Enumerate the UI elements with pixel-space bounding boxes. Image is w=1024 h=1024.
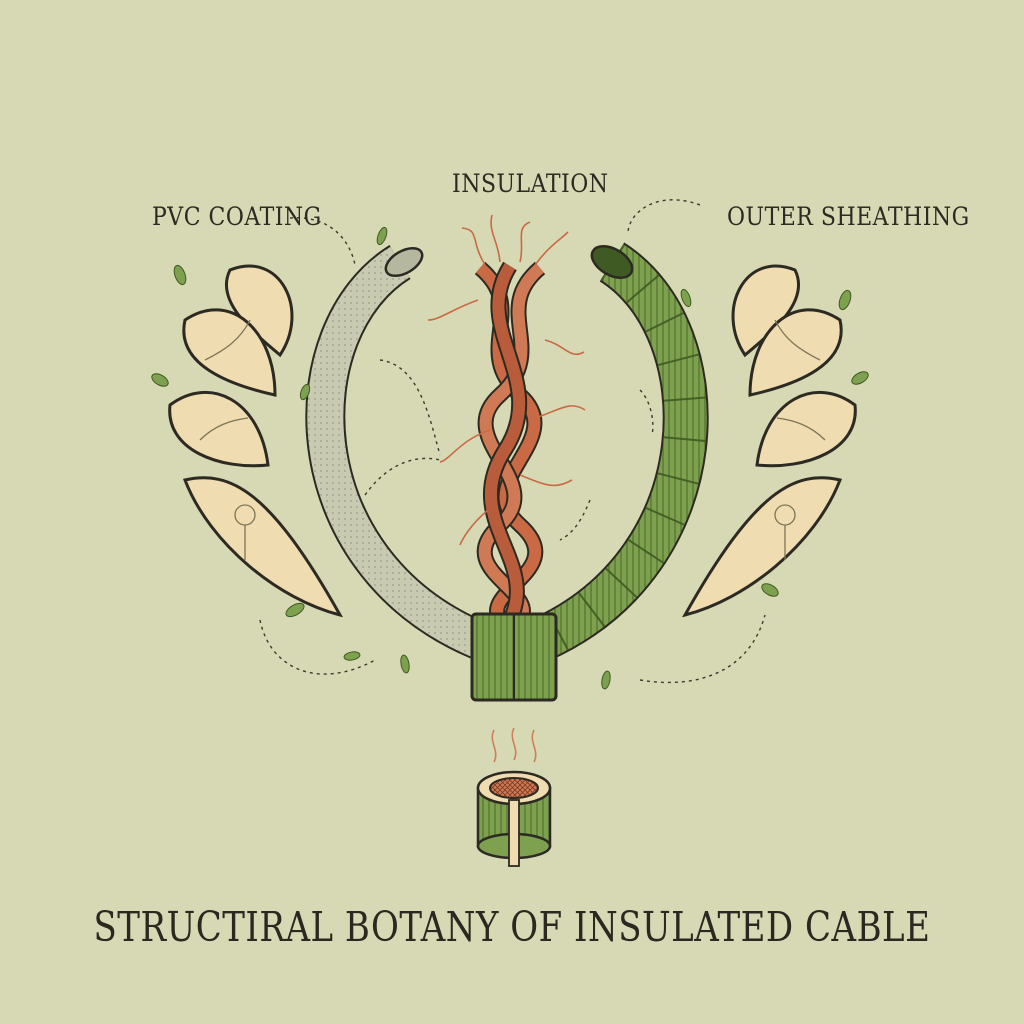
copper-core-braid (427, 214, 586, 625)
cable-cross-section (476, 727, 552, 867)
flow-arrows (259, 199, 766, 684)
outer-sheathing-label: OUTER SHEATHING (727, 203, 970, 232)
insulation-label: INSULATION (452, 170, 609, 199)
pvc-coating-label: PVC COATING (152, 203, 322, 232)
left-leaf-cluster (168, 264, 344, 618)
outer-sheathing-tube (530, 242, 709, 662)
core-ferrule (470, 612, 558, 702)
decorative-leaves (151, 226, 869, 690)
diagram-title: STRUCTIRAL BOTANY OF INSULATED CABLE (93, 904, 931, 952)
pvc-coating-tube (305, 245, 487, 659)
right-leaf-cluster (681, 264, 857, 618)
